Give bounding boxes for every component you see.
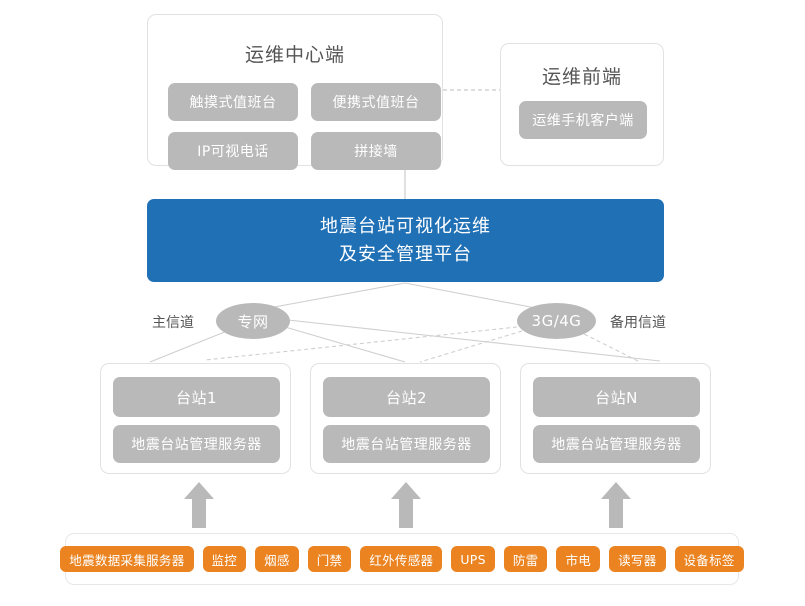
station-card-2: 台站2 地震台站管理服务器 — [310, 363, 501, 474]
device-badge[interactable]: 烟感 — [255, 546, 299, 572]
device-badge[interactable]: 设备标签 — [674, 546, 744, 572]
link-zhuanwang-to-station2 — [284, 326, 406, 363]
ops-center-button-touch-duty-console[interactable]: 触摸式值班台 — [168, 83, 298, 121]
backup-channel-node[interactable]: 3G/4G — [517, 303, 596, 339]
ops-center-panel: 运维中心端 触摸式值班台 便携式值班台 IP可视电话 拼接墙 — [147, 14, 443, 170]
platform-title-line1: 地震台站可视化运维 — [320, 215, 491, 237]
device-strip: 地震数据采集服务器监控烟感门禁红外传感器 UPS 防雷市电读写器设备标签 — [60, 533, 744, 585]
primary-channel-label: 主信道 — [152, 315, 194, 331]
ops-front-panel: 运维前端 运维手机客户端 — [500, 43, 664, 166]
ops-front-title: 运维前端 — [541, 66, 622, 88]
link-3g4g-to-station1 — [204, 326, 518, 361]
link-platform-to-3g4g — [404, 282, 547, 311]
station-card-1: 台站1 地震台站管理服务器 — [100, 363, 291, 474]
station-2-name: 台站2 — [323, 377, 490, 417]
backup-channel-label: 备用信道 — [610, 315, 666, 331]
arrow-up-station3 — [601, 482, 631, 528]
station-2-server: 地震台站管理服务器 — [323, 425, 490, 463]
link-zhuanwang-to-station1 — [149, 330, 228, 363]
device-badge[interactable]: 市电 — [556, 546, 601, 572]
ops-front-button-mobile-client[interactable]: 运维手机客户端 — [519, 101, 647, 139]
device-badge[interactable]: 地震数据采集服务器 — [60, 546, 194, 572]
arrow-up-station2 — [391, 482, 421, 528]
station-1-server: 地震台站管理服务器 — [113, 425, 280, 463]
platform-title-line2: 及安全管理平台 — [339, 243, 472, 265]
device-badge[interactable]: 读写器 — [609, 546, 666, 572]
arrow-up-station1 — [184, 482, 214, 528]
ops-center-title: 运维中心端 — [244, 44, 345, 66]
ops-center-button-video-wall[interactable]: 拼接墙 — [311, 132, 441, 170]
device-badge[interactable]: 监控 — [202, 546, 247, 572]
station-n-server: 地震台站管理服务器 — [533, 425, 700, 463]
device-badge[interactable]: 红外传感器 — [360, 546, 443, 572]
link-3g4g-to-station2 — [419, 330, 523, 363]
link-zhuanwang-to-station3 — [287, 319, 661, 362]
platform-box: 地震台站可视化运维 及安全管理平台 — [147, 199, 664, 282]
ops-center-button-ip-video-phone[interactable]: IP可视电话 — [168, 132, 298, 170]
station-card-3: 台站N 地震台站管理服务器 — [520, 363, 711, 474]
link-platform-to-zhuanwang — [257, 282, 406, 311]
device-badge[interactable]: UPS — [451, 546, 495, 572]
primary-channel-node[interactable]: 专网 — [216, 303, 290, 339]
station-n-name: 台站N — [533, 377, 700, 417]
device-badge[interactable]: 防雷 — [503, 546, 548, 572]
device-badge[interactable]: 门禁 — [307, 546, 352, 572]
link-3g4g-to-station3 — [577, 330, 641, 363]
station-1-name: 台站1 — [113, 377, 280, 417]
ops-center-button-portable-duty-console[interactable]: 便携式值班台 — [311, 83, 441, 121]
